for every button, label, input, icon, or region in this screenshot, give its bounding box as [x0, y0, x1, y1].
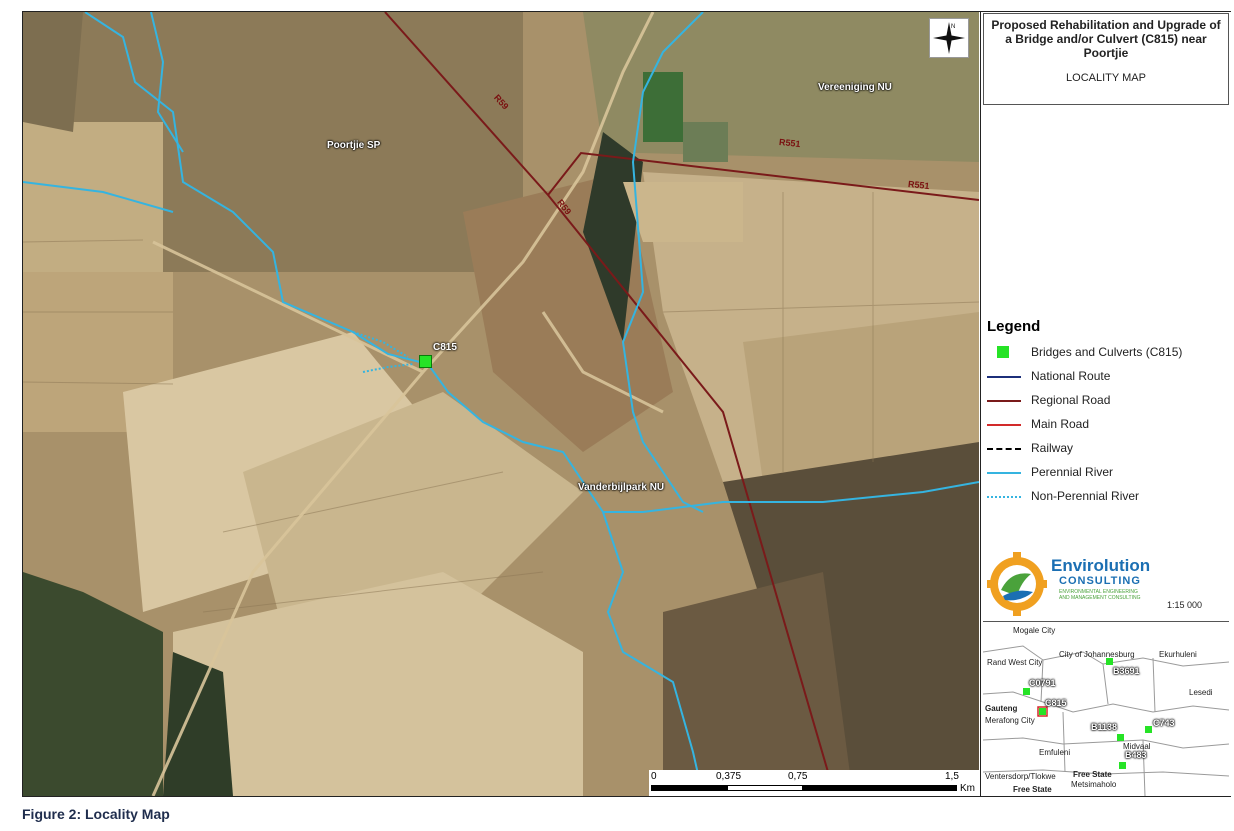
- scale-segment: [651, 785, 727, 791]
- legend-item-railway: Railway: [987, 440, 1227, 458]
- figure-caption: Figure 2: Locality Map: [22, 806, 170, 822]
- envirolution-logo: Envirolution CONSULTING ENVIRONMENTAL EN…: [987, 552, 1162, 616]
- inset-label: Gauteng: [985, 704, 1018, 713]
- inset-label: Ventersdorp/Tlokwe: [985, 772, 1056, 781]
- inset-label: Emfuleni: [1039, 748, 1071, 757]
- scale-tick: 1,5: [945, 771, 959, 782]
- title-block: Proposed Rehabilitation and Upgrade of a…: [983, 13, 1229, 105]
- inset-point-b1138[interactable]: [1117, 734, 1124, 741]
- legend-item-national-route: National Route: [987, 368, 1227, 386]
- legend-label: National Route: [1031, 369, 1111, 383]
- legend-label: Perennial River: [1031, 465, 1114, 479]
- inset-code: C743: [1153, 718, 1175, 728]
- inset-label: City of Johannesburg: [1059, 650, 1135, 659]
- road-label-r551: R551: [907, 178, 930, 192]
- inset-label: Mogale City: [1013, 626, 1056, 635]
- inset-label: Midvaal: [1123, 742, 1151, 751]
- legend-label: Railway: [1031, 441, 1074, 455]
- dashed-line-symbol-icon: [987, 448, 1021, 450]
- aerial-map[interactable]: Poortjie SP Vereeniging NU Vanderbijlpar…: [23, 12, 979, 796]
- logo-tagline: ENVIRONMENTAL ENGINEERING: [1059, 589, 1138, 595]
- scale-tick: 0,375: [716, 771, 742, 782]
- inset-label: Rand West City: [987, 658, 1043, 667]
- inset-point-c743[interactable]: [1145, 726, 1152, 733]
- inset-point-b483[interactable]: [1119, 762, 1126, 769]
- site-marker-label: C815: [433, 342, 457, 353]
- road-label-r551: R551: [778, 136, 801, 150]
- dotted-line-symbol-icon: [987, 496, 1021, 498]
- scale-tick: 0,75: [788, 771, 808, 782]
- scale-segment: [727, 785, 803, 791]
- legend-item-main-road: Main Road: [987, 416, 1227, 434]
- line-symbol-icon: [987, 472, 1021, 474]
- inset-code: C815: [1045, 698, 1067, 708]
- inset-label: Ekurhuleni: [1159, 650, 1197, 659]
- logo-name: Envirolution: [1051, 556, 1151, 575]
- inset-label: Metsimaholo: [1071, 780, 1117, 789]
- legend-label: Regional Road: [1031, 393, 1111, 407]
- legend-item-bridges: Bridges and Culverts (C815): [987, 344, 1227, 362]
- inset-code: B3691: [1113, 666, 1140, 676]
- inset-point-b3691[interactable]: [1106, 658, 1113, 665]
- gear-logo-icon: [987, 552, 1047, 616]
- inset-code: C0791: [1029, 678, 1056, 688]
- scale-segment: [803, 785, 957, 791]
- legend-item-regional-road: Regional Road: [987, 392, 1227, 410]
- north-arrow-icon: N: [929, 18, 969, 58]
- scale-bar: 0 0,375 0,75 1,5 Km: [649, 770, 979, 796]
- inset-label: Free State: [1073, 770, 1112, 779]
- place-label-poortjie: Poortjie SP: [327, 140, 381, 151]
- inset-point-c815[interactable]: [1039, 708, 1046, 715]
- logo-subtitle: CONSULTING: [1059, 575, 1141, 587]
- legend-label: Non-Perennial River: [1031, 489, 1140, 503]
- inset-code: B1138: [1091, 722, 1118, 732]
- inset-label: Lesedi: [1189, 688, 1213, 697]
- place-label-vereeniging: Vereeniging NU: [818, 82, 892, 93]
- inset-code: B483: [1125, 750, 1147, 760]
- svg-text:N: N: [951, 24, 955, 30]
- line-symbol-icon: [987, 376, 1021, 378]
- logo-tagline: AND MANAGEMENT CONSULTING: [1059, 595, 1141, 601]
- map-scale-ratio: 1:15 000: [1167, 600, 1203, 610]
- map-subtitle: LOCALITY MAP: [1066, 72, 1146, 84]
- scale-unit: Km: [960, 783, 975, 794]
- map-side-panel: Proposed Rehabilitation and Upgrade of a…: [980, 12, 1231, 796]
- map-title: Proposed Rehabilitation and Upgrade of a…: [991, 18, 1221, 60]
- legend-item-non-perennial-river: Non-Perennial River: [987, 488, 1227, 506]
- aerial-imagery: [23, 12, 979, 796]
- legend-item-perennial-river: Perennial River: [987, 464, 1227, 482]
- inset-boundaries: [983, 645, 1229, 796]
- inset-point-c0791[interactable]: [1023, 688, 1030, 695]
- line-symbol-icon: [987, 424, 1021, 426]
- legend-title: Legend: [987, 318, 1041, 335]
- line-symbol-icon: [987, 400, 1021, 402]
- scale-tick: 0: [651, 771, 657, 782]
- green-square-icon: [997, 346, 1009, 358]
- inset-label: Merafong City: [985, 716, 1035, 725]
- legend-label: Main Road: [1031, 417, 1090, 431]
- inset-map[interactable]: Mogale City City of Johannesburg Ekurhul…: [983, 621, 1229, 796]
- inset-label: Free State: [1013, 785, 1052, 794]
- site-marker-c815[interactable]: [419, 355, 432, 368]
- place-label-vanderbijlpark: Vanderbijlpark NU: [578, 482, 665, 493]
- legend-label: Bridges and Culverts (C815): [1031, 345, 1183, 359]
